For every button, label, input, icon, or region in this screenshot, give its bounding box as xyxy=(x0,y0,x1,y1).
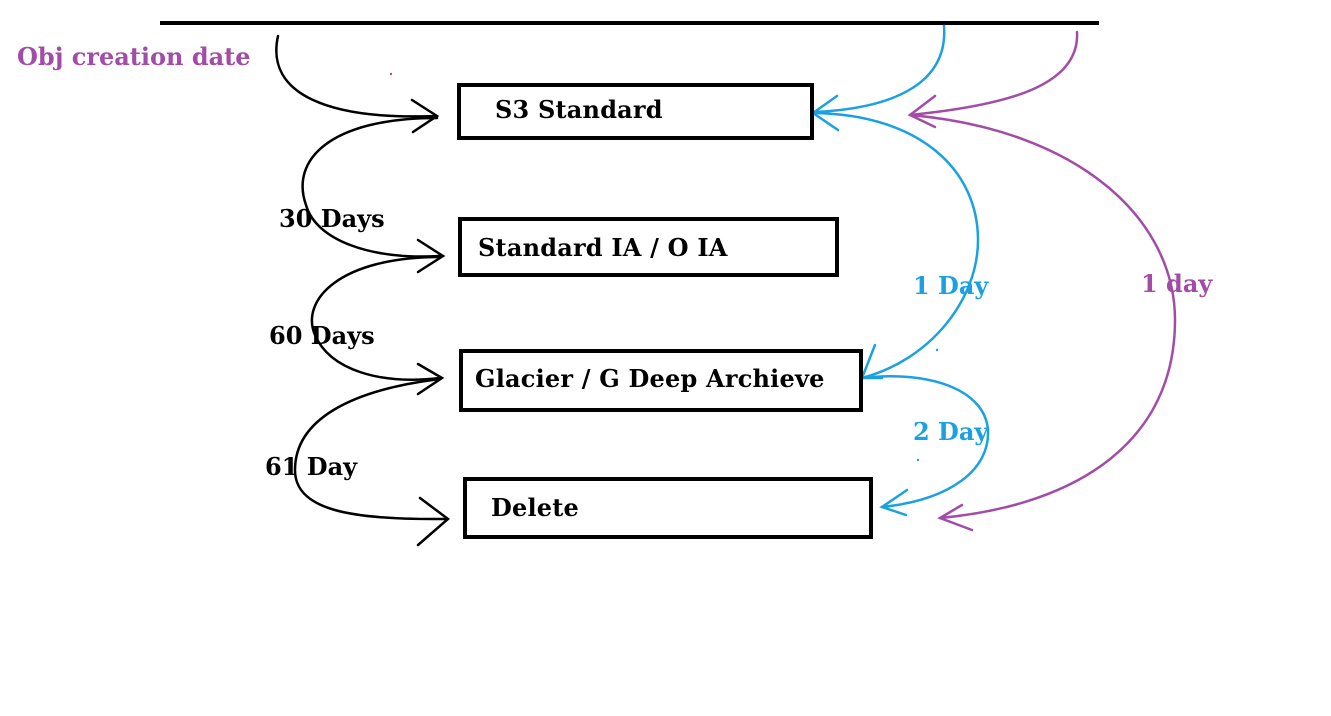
purple-arrowhead-delete xyxy=(937,503,974,532)
box-glacier xyxy=(459,349,863,412)
box-glacier-label: Glacier / G Deep Archieve xyxy=(475,364,825,393)
black-arrows xyxy=(275,34,450,547)
box-s3-standard-label: S3 Standard xyxy=(495,95,663,124)
purple-arrow-s3-delete xyxy=(908,113,1177,520)
dot-1 xyxy=(389,72,393,76)
arrowhead-s3 xyxy=(410,98,440,134)
blue-arrow-s3-glacier xyxy=(813,111,980,380)
purple-arrow-timeline-to-s3 xyxy=(908,30,1079,117)
arrowhead-delete xyxy=(416,496,450,547)
blue-arrow-timeline-to-s3 xyxy=(813,24,946,114)
obj-creation-date-label: Obj creation date xyxy=(17,42,251,71)
dot-2 xyxy=(935,348,939,352)
arrowhead-glacier xyxy=(416,362,445,396)
label-blue-2-day: 2 Day xyxy=(913,417,989,446)
box-delete-label: Delete xyxy=(491,493,580,522)
arrow-ia-to-glacier xyxy=(310,255,442,381)
arrow-s3-to-ia xyxy=(301,116,442,258)
dot-3 xyxy=(916,458,920,462)
label-purple-1-day: 1 day xyxy=(1141,269,1213,298)
label-60-days: 60 Days xyxy=(269,321,375,350)
label-30-days: 30 Days xyxy=(279,204,385,233)
label-61-day: 61 Day xyxy=(265,452,358,481)
arrow-creation-to-s3 xyxy=(275,34,437,118)
label-blue-1-day: 1 Day xyxy=(913,271,989,300)
blue-arrow-glacier-delete xyxy=(860,375,990,509)
blue-arrowhead-delete xyxy=(879,488,909,517)
box-s3-standard xyxy=(457,83,814,140)
box-delete xyxy=(463,477,873,539)
arrow-glacier-to-delete xyxy=(293,377,447,521)
box-standard-ia-label: Standard IA / O IA xyxy=(478,233,728,262)
purple-arrows xyxy=(907,30,1177,532)
box-standard-ia xyxy=(458,217,839,277)
arrowhead-ia xyxy=(416,238,446,274)
